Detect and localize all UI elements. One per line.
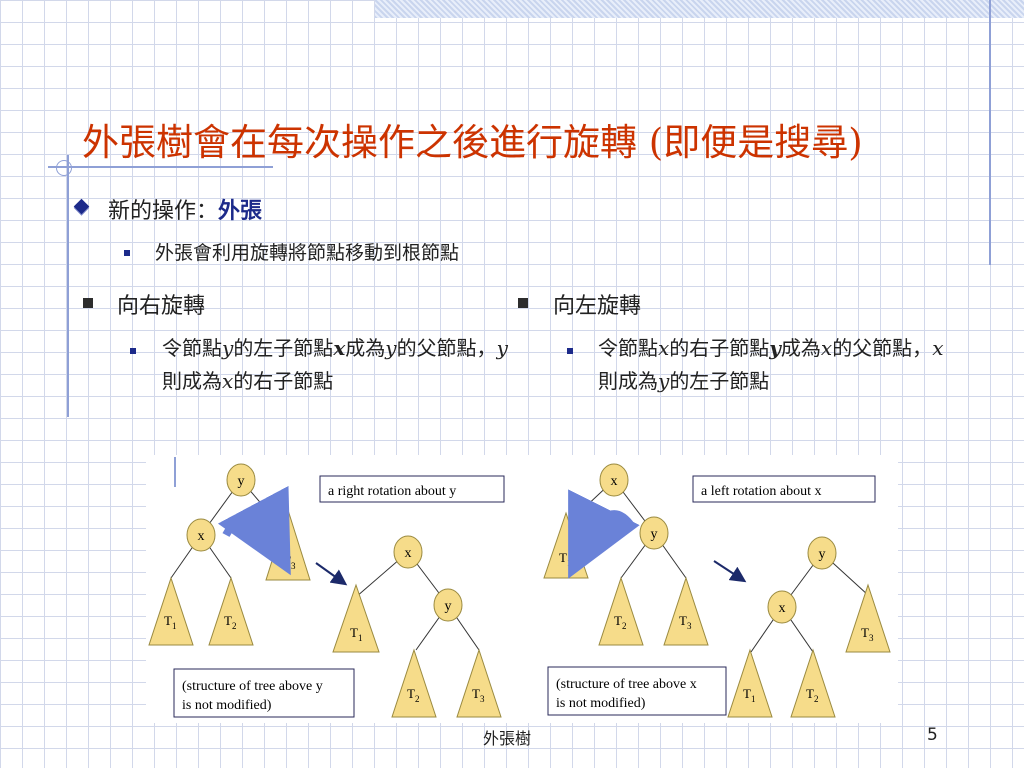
bullet-new-operation: 新的操作：外張 bbox=[108, 193, 262, 225]
right-rotation-label-box bbox=[319, 475, 505, 503]
right-rule bbox=[989, 0, 991, 265]
svg-text:x: x bbox=[611, 474, 618, 489]
node-y bbox=[639, 516, 669, 550]
right-note-box bbox=[173, 668, 355, 718]
page-title: 外張樹會在每次操作之後進行旋轉 (即便是搜尋) bbox=[82, 121, 863, 164]
node-x bbox=[393, 535, 423, 569]
square-bullet-icon bbox=[567, 348, 573, 354]
subtree-T2 bbox=[598, 576, 644, 646]
left-rotation-before: x y T1 T2 T3 bbox=[543, 463, 709, 646]
node-y-label: y bbox=[238, 474, 245, 489]
rotation-diagram: y x T3 T1 T2 a right rotation about y x … bbox=[148, 457, 891, 718]
left-rotation-label: a left rotation about x bbox=[701, 484, 822, 499]
curved-rotate-arrow-icon bbox=[568, 489, 640, 579]
subtree-T2 bbox=[391, 648, 437, 718]
svg-text:T2: T2 bbox=[224, 613, 236, 631]
header-band bbox=[375, 0, 1024, 18]
svg-text:T3: T3 bbox=[861, 625, 874, 643]
transform-arrow-icon bbox=[713, 560, 747, 583]
diamond-bullet-icon bbox=[73, 198, 90, 215]
ornament-circle bbox=[56, 160, 72, 176]
subtree-T3 bbox=[663, 576, 709, 646]
right-note-line1: (structure of tree above y bbox=[182, 679, 323, 694]
svg-text:x: x bbox=[779, 601, 786, 616]
subtree-T1 bbox=[148, 576, 194, 646]
subtree-T1 bbox=[332, 583, 380, 653]
node-y bbox=[807, 536, 837, 570]
left-note-line1: (structure of tree above x bbox=[556, 677, 697, 692]
curved-rotate-arrow-icon bbox=[217, 485, 291, 576]
svg-text:y: y bbox=[651, 527, 658, 542]
svg-text:T1: T1 bbox=[743, 686, 755, 704]
node-x bbox=[767, 590, 797, 624]
square-bullet-icon bbox=[83, 298, 93, 308]
node-x-label: x bbox=[198, 529, 205, 544]
left-rule bbox=[67, 155, 69, 417]
svg-text:T3: T3 bbox=[679, 613, 692, 631]
right-note-line2: is not modified) bbox=[182, 698, 272, 713]
subtree-T3 bbox=[845, 583, 891, 653]
square-bullet-icon bbox=[130, 348, 136, 354]
svg-text:T1: T1 bbox=[350, 625, 362, 643]
subtree-T3 bbox=[456, 648, 502, 718]
left-note-line2: is not modified) bbox=[556, 696, 646, 711]
heading-right-rotation: 向右旋轉 bbox=[117, 294, 206, 319]
svg-text:x: x bbox=[405, 546, 412, 561]
left-note-box bbox=[547, 666, 727, 716]
transform-arrow-icon bbox=[315, 562, 348, 586]
rotation-figure: y x T3 T1 T2 a right rotation about y x … bbox=[146, 455, 898, 723]
subtree-T3 bbox=[265, 508, 311, 581]
square-bullet-icon bbox=[518, 298, 528, 308]
bullet-new-operation-text: 新的操作： bbox=[108, 199, 219, 224]
left-rotation-after: y x T3 T1 T2 bbox=[727, 536, 891, 718]
node-y bbox=[433, 588, 463, 622]
subtree-T2 bbox=[208, 576, 254, 646]
svg-text:T1: T1 bbox=[164, 613, 176, 631]
svg-text:T2: T2 bbox=[806, 686, 818, 704]
subtree-T2 bbox=[790, 648, 836, 718]
heading-left-rotation: 向左旋轉 bbox=[553, 294, 642, 319]
right-rotation-after: x y T1 T2 T3 bbox=[332, 535, 502, 718]
page-number: 5 bbox=[927, 725, 938, 745]
svg-text:y: y bbox=[819, 547, 826, 562]
title-underline bbox=[48, 166, 273, 168]
bullet-splay-description: 外張會利用旋轉將節點移動到根節點 bbox=[155, 242, 460, 264]
svg-text:y: y bbox=[445, 599, 452, 614]
right-rotation-before: y x T3 T1 T2 bbox=[148, 463, 311, 646]
right-rotation-label: a right rotation about y bbox=[328, 484, 456, 499]
right-rotation-description: 令節點y的左子節點x成為y的父節點，y則成為x的右子節點 bbox=[162, 336, 508, 393]
left-rotation-description: 令節點x的右子節點y成為x的父節點，x則成為y的左子節點 bbox=[598, 336, 944, 393]
node-x bbox=[186, 518, 216, 552]
subtree-T1 bbox=[727, 648, 773, 718]
svg-text:T3: T3 bbox=[472, 686, 485, 704]
footer-title: 外張樹 bbox=[483, 729, 532, 748]
left-rotation-label-box bbox=[692, 475, 876, 503]
subtree-T1 bbox=[543, 511, 589, 579]
svg-text:T2: T2 bbox=[614, 613, 626, 631]
bullet-new-operation-emph: 外張 bbox=[218, 198, 263, 224]
square-bullet-icon bbox=[124, 250, 130, 256]
svg-text:T2: T2 bbox=[407, 686, 419, 704]
